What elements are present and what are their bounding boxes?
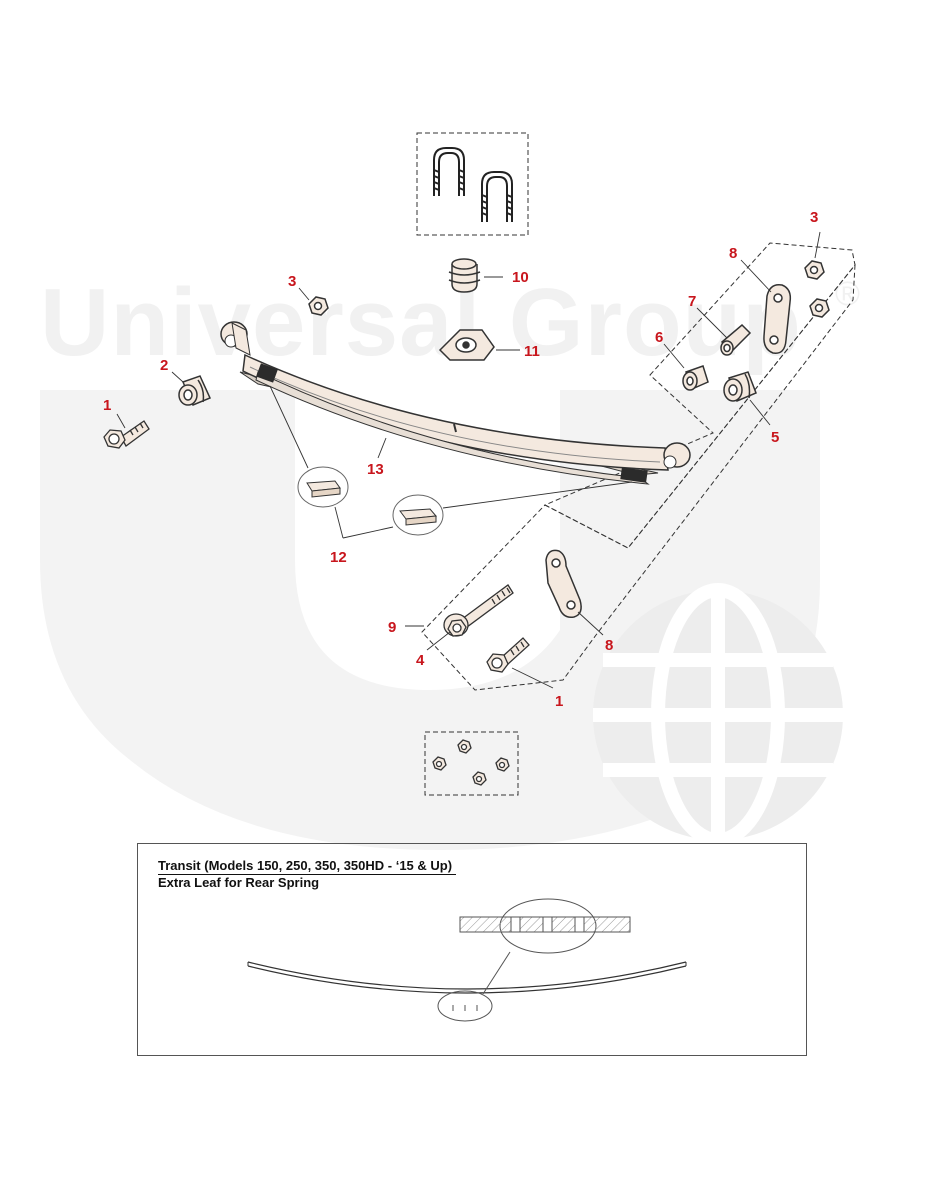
watermark: Universal Group ®: [40, 269, 860, 850]
callout-11: 11: [524, 343, 540, 360]
bump-stop-icon: [448, 258, 481, 293]
long-bolt-icon: [443, 584, 514, 637]
inset-title-extra-leaf: Extra Leaf for Rear Spring: [158, 875, 320, 890]
callout-13: 13: [367, 461, 384, 478]
ubolt-kit-box: [416, 132, 529, 236]
callout-2: 2: [160, 357, 168, 374]
bolt-icon-lower: [486, 637, 530, 673]
callout-8-lower: 8: [605, 637, 613, 654]
inset-title-models: Transit (Models 150, 250, 350, 350HD - ‘…: [158, 858, 457, 875]
shim-pad-detail-right: [392, 494, 444, 536]
callout-labels: 1 2 3 3 4 5 6 7 8 8 9 10 11 12 13 1: [103, 209, 818, 710]
extra-leaf-drawing: [247, 898, 687, 1022]
nut-kit-box: [424, 731, 519, 796]
bolt-icon: [103, 420, 150, 449]
callout-5: 5: [771, 429, 779, 446]
flanged-bushing-icon: [723, 371, 757, 403]
callout-4: 4: [416, 652, 425, 669]
shackle-plate-icon: [763, 283, 792, 354]
callout-7: 7: [688, 293, 696, 310]
callout-12: 12: [330, 549, 347, 566]
watermark-brand-text: Universal Group: [40, 269, 802, 376]
callout-1-upper: 1: [103, 397, 111, 414]
callout-3-right: 3: [810, 209, 818, 226]
bushing-icon: [178, 375, 212, 406]
callout-1-lower: 1: [555, 693, 563, 710]
callout-8-upper: 8: [729, 245, 737, 262]
leaf-center-detail-circle: [437, 990, 493, 1022]
inset-title: Transit (Models 150, 250, 350, 350HD - ‘…: [158, 858, 457, 891]
callout-9: 9: [388, 619, 396, 636]
nut-icon-right-lower: [809, 298, 830, 318]
watermark-globe-icon: [593, 583, 843, 847]
callout-10: 10: [512, 269, 529, 286]
spring-seat-plate-icon: [438, 329, 495, 361]
callout-3-left: 3: [288, 273, 296, 290]
leaf-cross-section-icon: [459, 916, 631, 933]
leader-lines: [116, 231, 821, 689]
small-bushing-icon: [682, 365, 709, 391]
shim-pad-detail-left: [297, 466, 349, 508]
u-bolt-icon: [433, 147, 513, 222]
nut-icon-left: [308, 296, 329, 316]
detail-leader-line: [482, 951, 511, 995]
bracket-plate-icon: [545, 549, 582, 619]
extra-leaf-inset: Transit (Models 150, 250, 350, 350HD - ‘…: [137, 843, 807, 1056]
nut-kit-icon: [432, 739, 510, 786]
extra-leaf-icon: [247, 961, 687, 994]
bracket-kit-outline: [421, 263, 856, 691]
shackle-pin-icon: [720, 323, 752, 356]
callout-6: 6: [655, 329, 663, 346]
nut-icon-right-upper: [804, 260, 825, 280]
leaf-spring-icon: [220, 321, 691, 485]
